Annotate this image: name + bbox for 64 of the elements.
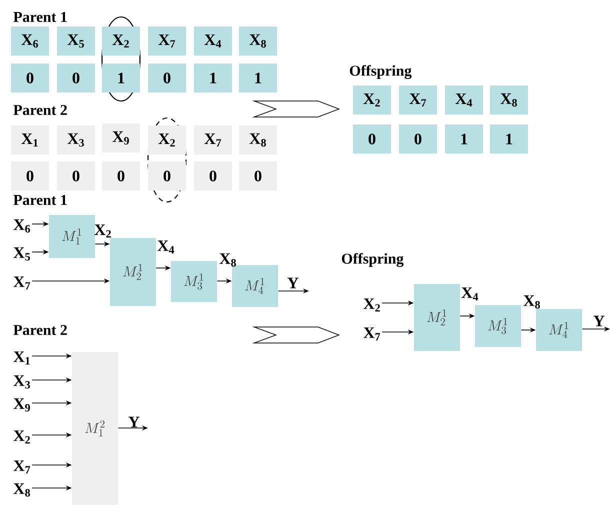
section-title: Parent 2: [13, 104, 67, 116]
input-label: X$_{7}$: [364, 327, 380, 341]
section-title: Parent 1: [13, 12, 67, 22]
edge-label: X$_{2}$: [94, 224, 111, 238]
model-box: $M_{2}^{1}$: [414, 284, 460, 351]
table-cell: X$_{8}$: [239, 126, 277, 154]
table-cell: 1: [194, 64, 232, 92]
table-cell: 0: [239, 162, 277, 190]
table-cell: X$_{8}$: [239, 26, 277, 56]
edge-label: Y: [594, 316, 604, 326]
input-label: X$_{8}$: [14, 483, 30, 497]
model-box: $M_{3}^{1}$: [171, 261, 217, 302]
table-cell: 0: [399, 124, 437, 154]
table-cell: X$_{7}$: [148, 26, 186, 56]
model-box: $M_{4}^{1}$: [536, 309, 582, 351]
input-label: X$_{6}$: [14, 219, 30, 233]
model-box: $M_{1}^{1}$: [49, 215, 95, 258]
edge-label: X$_{8}$: [219, 253, 236, 267]
table-cell: 0: [11, 162, 49, 190]
section-title: Offspring: [350, 65, 412, 79]
edge-label: X$_{4}$: [157, 240, 174, 254]
table-cell: X$_{2}$: [148, 126, 186, 154]
table-cell: 0: [11, 64, 49, 92]
table-cell: X$_{8}$: [490, 86, 528, 114]
table-cell: 0: [57, 162, 95, 190]
model-box: $M_{2}^{1}$: [110, 238, 156, 306]
table-cell: 0: [102, 162, 140, 190]
input-label: X$_{2}$: [364, 298, 380, 312]
table-cell: 1: [239, 64, 277, 92]
section-title: Parent 1: [13, 194, 67, 206]
section-title: Parent 2: [13, 324, 67, 336]
edge-label: X$_{4}$: [461, 287, 478, 301]
table-cell: 1: [490, 124, 528, 154]
input-label: X$_{3}$: [14, 375, 30, 389]
table-cell: X$_{9}$: [102, 124, 140, 152]
table-cell: X$_{5}$: [57, 26, 95, 56]
edge-label: Y: [128, 416, 140, 428]
table-cell: 0: [57, 64, 95, 92]
table-cell: X$_{4}$: [445, 86, 483, 114]
table-cell: 1: [102, 64, 140, 92]
section-title: Offspring: [342, 253, 404, 267]
table-cell: 1: [445, 124, 483, 154]
table-cell: 0: [194, 162, 232, 190]
model-box: $M_{1}^{2}$: [72, 352, 118, 505]
edge-label: Y: [288, 278, 298, 288]
table-cell: 0: [148, 64, 186, 92]
table-cell: X$_{7}$: [399, 86, 437, 114]
input-label: X$_{9}$: [14, 398, 30, 412]
table-cell: X$_{7}$: [194, 126, 232, 154]
input-label: X$_{7}$: [14, 276, 30, 290]
table-cell: X$_{6}$: [11, 26, 49, 56]
input-label: X$_{5}$: [14, 247, 30, 261]
table-cell: X$_{1}$: [11, 126, 49, 154]
edge-label: X$_{8}$: [523, 295, 540, 309]
input-label: X$_{2}$: [14, 430, 30, 444]
table-cell: 0: [148, 162, 186, 190]
table-cell: X$_{3}$: [57, 126, 95, 154]
table-cell: X$_{4}$: [194, 26, 232, 56]
table-cell: X$_{2}$: [353, 86, 391, 114]
table-cell: 0: [353, 124, 391, 154]
input-label: X$_{1}$: [14, 351, 30, 365]
input-label: X$_{7}$: [14, 460, 30, 474]
model-box: $M_{3}^{1}$: [475, 305, 521, 347]
table-cell: X$_{2}$: [102, 26, 140, 56]
